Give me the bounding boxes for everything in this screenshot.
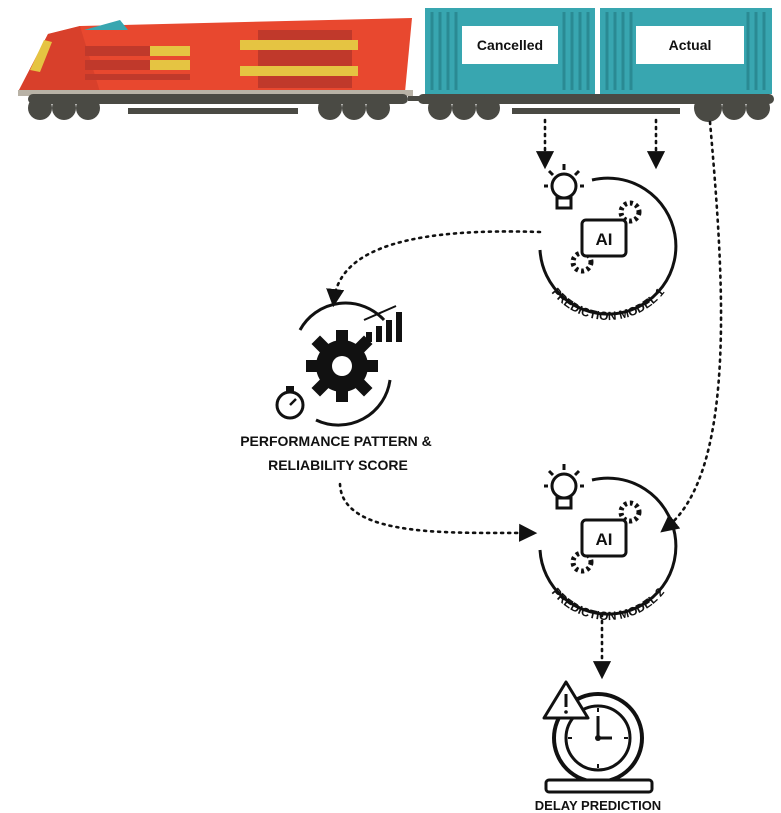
arrow-actual-to-model-2: [666, 122, 721, 528]
train-wheels: [28, 94, 774, 122]
train: Cancelled Actual: [18, 8, 774, 122]
performance-label-line-2: RELIABILITY SCORE: [268, 457, 408, 473]
arrow-model-1-to-performance: [334, 231, 540, 300]
model-1-label: PREDICTION MODEL 1: [549, 285, 667, 323]
stopwatch-icon: [277, 386, 303, 418]
ai-chip-icon: AI: [582, 220, 626, 256]
ai-chip-icon: AI: [582, 520, 626, 556]
prediction-model-2: AI PREDICTION MODEL 2: [540, 464, 676, 623]
arrow-performance-to-model-2: [340, 484, 530, 533]
ai-badge-text: AI: [596, 530, 613, 549]
model-2-label: PREDICTION MODEL 2: [549, 585, 667, 623]
performance-label-line-1: PERFORMANCE PATTERN &: [240, 433, 432, 449]
prediction-model-1: AI PREDICTION MODEL 1: [540, 164, 676, 323]
performance-node: PERFORMANCE PATTERN & RELIABILITY SCORE: [240, 303, 432, 473]
container-1-label: Cancelled: [477, 37, 543, 53]
ai-badge-text: AI: [596, 230, 613, 249]
delay-label: DELAY PREDICTION: [535, 798, 661, 813]
container-actual: Actual: [600, 8, 772, 94]
bar-chart-icon: [364, 306, 402, 342]
container-cancelled: Cancelled: [425, 8, 595, 94]
delay-prediction-node: DELAY PREDICTION: [535, 682, 661, 813]
flow-arrows: [334, 120, 721, 672]
lightbulb-icon: [544, 464, 584, 508]
locomotive: [18, 18, 413, 96]
lightbulb-icon: [544, 164, 584, 208]
container-2-label: Actual: [669, 37, 712, 53]
